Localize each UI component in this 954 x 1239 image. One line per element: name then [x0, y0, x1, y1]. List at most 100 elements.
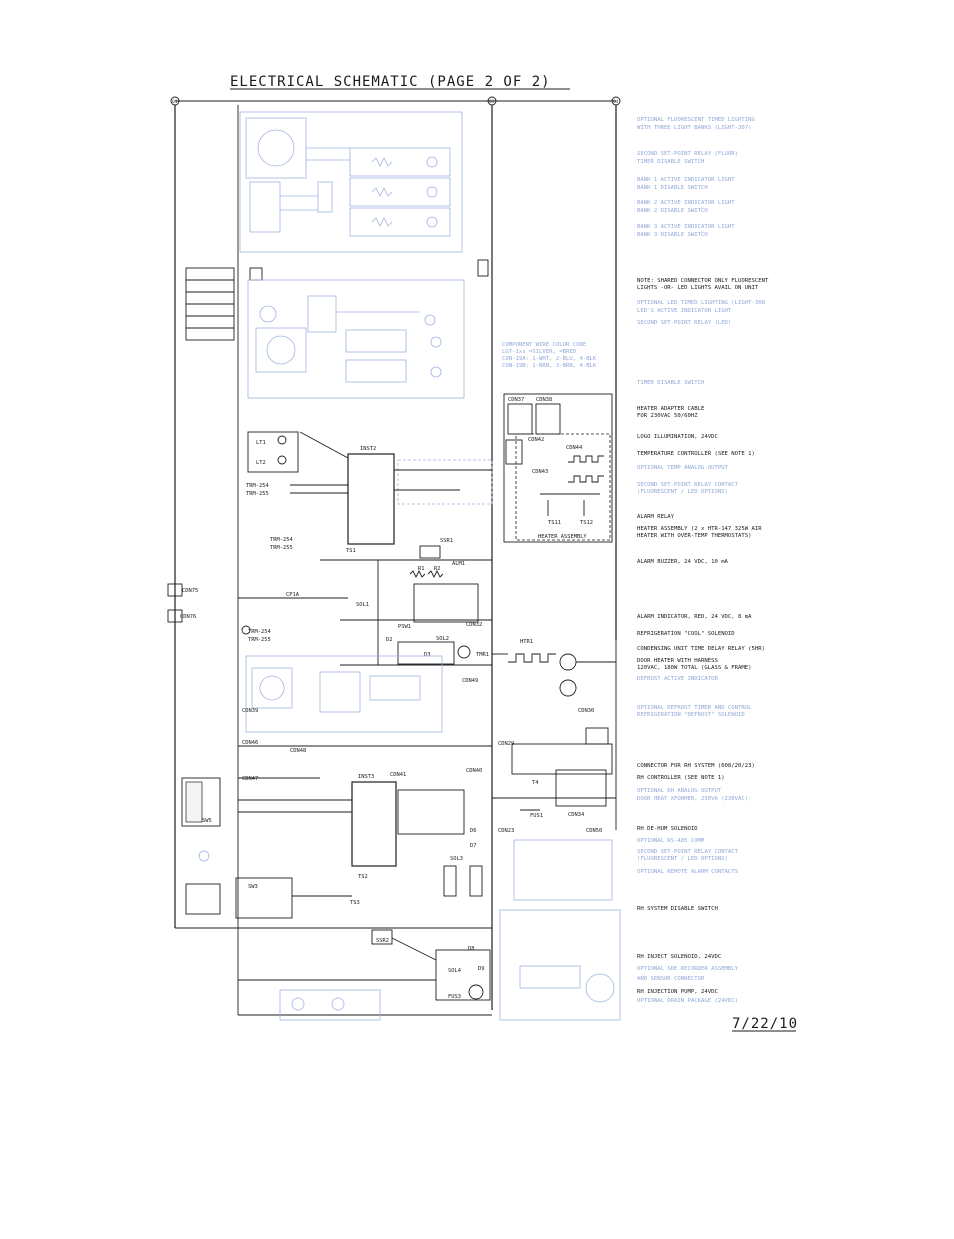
- connector-block: [443, 865, 457, 897]
- lamp-symbol: [426, 156, 438, 168]
- schematic-note: SECOND SET-POINT RELAY CONTACT: [637, 482, 739, 488]
- recorder-dial: [585, 973, 615, 1003]
- cdn42-label: CDN42: [528, 437, 544, 443]
- cdn34-label: CDN34: [568, 812, 584, 818]
- indicator-lamp: [277, 455, 287, 465]
- sol4-label: SOL4: [448, 968, 461, 974]
- revision-date: 7/22/10: [732, 1016, 798, 1032]
- fus3-label: FUS3: [448, 994, 461, 1000]
- schematic-note: CONDENSING UNIT TIME DELAY RELAY (5HR): [637, 646, 765, 652]
- r1-label: R1: [418, 566, 425, 572]
- cdn76-label: CDN76: [180, 614, 196, 620]
- bank3-block: [349, 207, 451, 237]
- schematic-note: NOTE: SHARED CONNECTOR ONLY FLUORESCENT: [637, 278, 769, 284]
- schematic-note: RH INJECT SOLENOID, 24VDC: [637, 954, 721, 960]
- cdn41-label: CDN41: [390, 772, 406, 778]
- wire: [391, 937, 437, 961]
- timer-dial: [257, 129, 295, 167]
- defrost-section: [245, 655, 443, 733]
- schematic-note: 120VAC, 180W TOTAL (GLASS & FRAME): [637, 665, 752, 671]
- ssr2-label: SSR2: [376, 938, 389, 944]
- schematic-note: LOGO ILLUMINATION, 24VDC: [637, 434, 718, 440]
- schematic-note: OPTIONAL FLUORESCENT TIMED LIGHTING: [637, 117, 756, 123]
- heater-section: CDN37 CDN38 CDN42 CDN44 CDN43 TS11 TS12 …: [503, 393, 613, 543]
- bus-marker-label: 04: [613, 99, 619, 105]
- connector-block: [585, 727, 609, 745]
- cdn39-label: CDN39: [242, 708, 258, 714]
- schematic-note: SECOND SET-POINT RELAY (FLUOR): [637, 151, 738, 157]
- cdn43-label: CDN43: [532, 469, 548, 475]
- timer-symbol: [457, 645, 471, 659]
- timer-dial: [259, 675, 285, 701]
- schematic-note: HEATER ADAPTER CABLE: [637, 406, 705, 412]
- fluorescent-lighting-section: [239, 111, 463, 253]
- cdn49-label: CDN49: [462, 678, 478, 684]
- inst3-block: [351, 781, 397, 867]
- schematic-note: AND SENSOR CONNECTOR: [637, 976, 705, 982]
- trm255-label: TRM-255: [246, 491, 269, 497]
- transformer-block: [555, 769, 607, 807]
- indicator-lamp: [277, 435, 287, 445]
- connector-block: [469, 865, 483, 897]
- color-code-line: CON-19A: 1-WHT, 2-BLU, 4-BLK: [502, 356, 597, 362]
- schematic-note: RH DE-HUM SOLENOID: [637, 826, 698, 832]
- remote-alarm-symbol: [198, 850, 210, 862]
- schematic-note: OPTIONAL TEMP ANALOG OUTPUT: [637, 465, 729, 471]
- lamp-symbol: [424, 314, 436, 326]
- sol2-label: SOL2: [436, 636, 449, 642]
- drain-package-box: [279, 989, 381, 1021]
- resistor-symbol: [409, 569, 426, 579]
- schematic-note: WITH THREE LIGHT BANKS (LIGHT-307): [637, 125, 752, 131]
- inst2-controller: INST2 LT1 LT2 TRM-254 TRM-255 TRM-254 TR…: [246, 431, 493, 567]
- schematic-note: LIGHTS -OR- LED LIGHTS AVAIL ON UNIT: [637, 285, 759, 291]
- tmr3-block: [245, 117, 307, 179]
- schematic-note: DOOR HEAT XFORMER, 250VA (230VAC): [637, 796, 748, 802]
- rh-controller-section: T4 FUS1: [492, 640, 617, 901]
- cdn48-label: CDN48: [290, 748, 306, 754]
- ssr1-block: [419, 545, 441, 559]
- cdn37-label: CDN37: [508, 397, 524, 403]
- schematic-note: REFRIGERATION "DEFROST" SOLENOID: [637, 712, 745, 718]
- psw1-label: PSW1: [398, 624, 411, 630]
- ts2-label: TS2: [358, 874, 368, 880]
- heater-assembly-dashed: [515, 433, 611, 541]
- schematic-note: TIMER DISABLE SWITCH: [637, 159, 704, 165]
- pump-motor-symbol: [468, 984, 484, 1000]
- heater-element-2: [568, 475, 604, 483]
- d6-label: D6: [470, 828, 477, 834]
- schematic-note: ALARM INDICATOR, RED, 24 VDC, 8 mA: [637, 614, 752, 620]
- d8-label: D8: [468, 946, 475, 952]
- cdn37-block: [507, 403, 533, 435]
- switch-block: [249, 181, 281, 233]
- schematic-note: BANK 2 ACTIVE INDICATOR LIGHT: [637, 200, 735, 206]
- cdn44-label: CDN44: [566, 445, 582, 451]
- schematic-note: BANK 1 DISABLE SWITCH: [637, 185, 708, 191]
- schematic-note: BANK 1 ACTIVE INDICATOR LIGHT: [637, 177, 735, 183]
- schematic-note: BANK 3 ACTIVE INDICATOR LIGHT: [637, 224, 735, 230]
- cdn-block: [181, 777, 221, 827]
- lt2-label: LT2: [256, 460, 266, 466]
- schematic-note: OPTIONAL RH ANALOG OUTPUT: [637, 788, 722, 794]
- motor-symbol: [559, 653, 577, 671]
- schematic-note: FOR 230VAC 50/60HZ: [637, 413, 698, 419]
- ssr2-block: [371, 929, 393, 945]
- defrost-timer: [251, 667, 293, 709]
- connector-block: [249, 267, 263, 281]
- schematic-note: REFRIGERATION "COOL" SOLENOID: [637, 631, 735, 637]
- schematic-note: OPTIONAL DRAIN PACKAGE (24VDC): [637, 998, 738, 1004]
- terminal-strip: [185, 781, 203, 823]
- trm255-label: TRM-255: [248, 637, 271, 643]
- lt1-lt2-block: [247, 431, 299, 473]
- sw3-label: SW3: [248, 884, 258, 890]
- cdn29-label: CDN29: [498, 741, 514, 747]
- cdn38-label: CDN38: [536, 397, 552, 403]
- door-heater-section: HTR1 CDN30: [492, 639, 616, 745]
- inst3-label: INST3: [358, 774, 374, 780]
- schematic-note: ALARM RELAY: [637, 514, 675, 520]
- schematic-note: TEMPERATURE CONTROLLER (SEE NOTE 1): [637, 451, 755, 457]
- d7-label: D7: [470, 843, 477, 849]
- sw-block: [413, 583, 479, 623]
- resistor-symbol: [371, 157, 393, 167]
- timer-dial: [266, 335, 296, 365]
